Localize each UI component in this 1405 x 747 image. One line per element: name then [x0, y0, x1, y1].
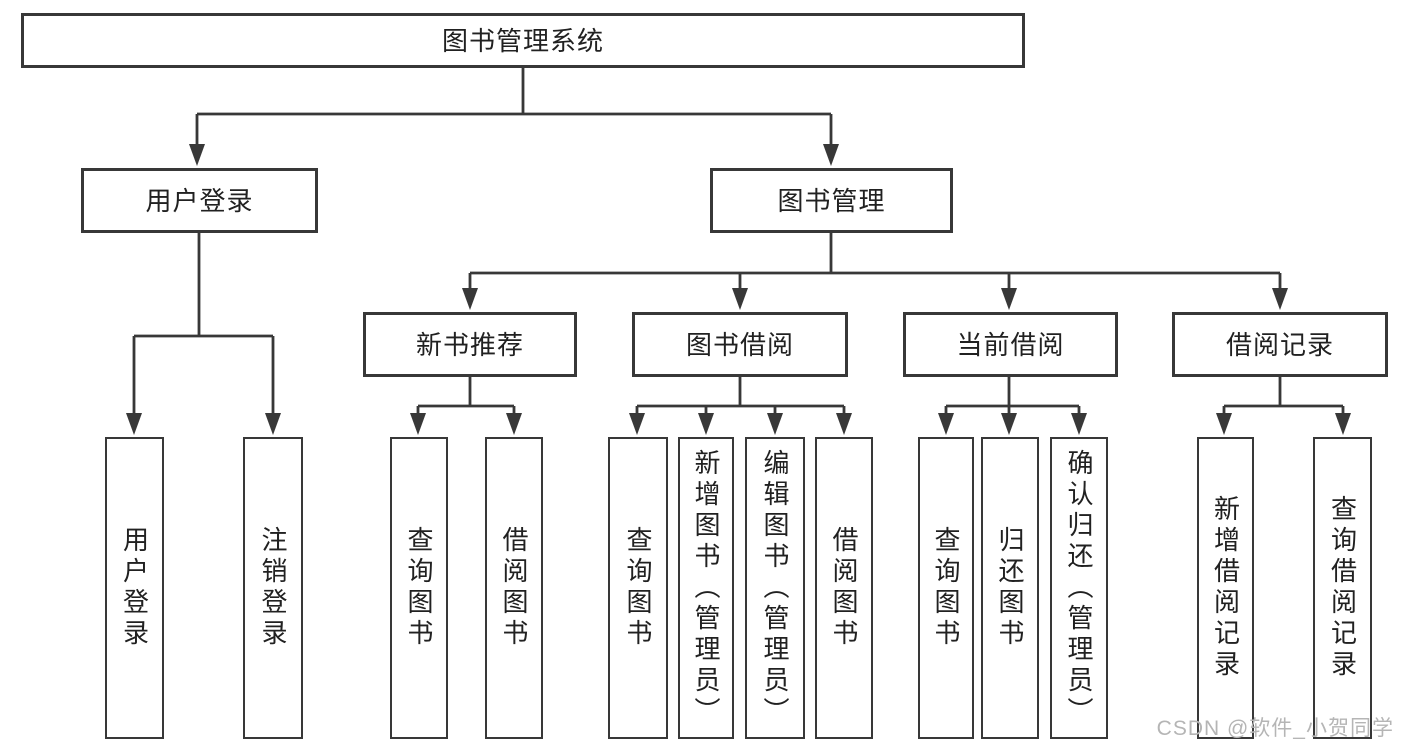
- node-new-book-recommend: 新书推荐: [363, 312, 577, 377]
- node-borrow-records: 借阅记录: [1172, 312, 1388, 377]
- node-library-system: 图书管理系统: [21, 13, 1025, 68]
- leaf-user-login: 用户登录: [105, 437, 164, 739]
- node-current-borrow: 当前借阅: [903, 312, 1118, 377]
- leaf-borrow-books-recommend: 借阅图书: [485, 437, 543, 739]
- leaf-edit-book-admin: 编辑图书（管理员）: [745, 437, 805, 739]
- leaf-return-book: 归还图书: [981, 437, 1039, 739]
- leaf-query-books-borrow: 查询图书: [608, 437, 668, 739]
- leaf-borrow-books: 借阅图书: [815, 437, 873, 739]
- leaf-add-book-admin: 新增图书（管理员）: [678, 437, 734, 739]
- node-user-login: 用户登录: [81, 168, 318, 233]
- connector-borrow-records-children: [1222, 377, 1345, 416]
- connector-user-login-children: [132, 233, 275, 416]
- csdn-watermark: CSDN @软件_小贺同学: [1156, 717, 1394, 740]
- connector-book-borrow-children: [635, 377, 846, 416]
- arrowheads: [126, 144, 1351, 435]
- leaf-query-books-recommend: 查询图书: [390, 437, 448, 739]
- leaf-confirm-return-admin: 确认归还（管理员）: [1050, 437, 1108, 739]
- connector-current-borrow-children: [944, 377, 1081, 416]
- node-book-borrow: 图书借阅: [632, 312, 848, 377]
- leaf-logout: 注销登录: [243, 437, 303, 739]
- node-book-management: 图书管理: [710, 168, 953, 233]
- connector-root-to-level2: [195, 68, 833, 146]
- connector-new-rec-children: [416, 377, 516, 416]
- leaf-query-borrow-record: 查询借阅记录: [1313, 437, 1372, 739]
- leaf-query-books-current: 查询图书: [918, 437, 974, 739]
- connector-book-mgmt-children: [468, 233, 1282, 290]
- leaf-add-borrow-record: 新增借阅记录: [1197, 437, 1254, 739]
